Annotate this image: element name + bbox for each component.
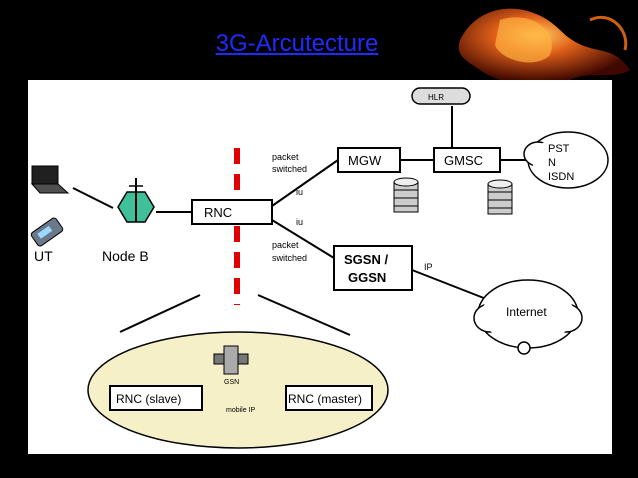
pstn-label-1: PST bbox=[548, 143, 570, 155]
slide-title: 3G-Arcutecture bbox=[215, 30, 379, 57]
architecture-diagram: UT Node B RNC MGW GMSC HLR PST N bbox=[28, 80, 612, 454]
ggsn-label: GGSN bbox=[348, 270, 386, 285]
node-b-label: Node B bbox=[102, 248, 149, 264]
ggsn-internet-link bbox=[411, 269, 495, 303]
database-icon bbox=[393, 177, 419, 213]
rnc-box bbox=[191, 199, 273, 225]
laptop-link bbox=[72, 187, 114, 209]
ut-label: UT bbox=[34, 248, 53, 264]
hlr-icon bbox=[411, 87, 471, 105]
laptop-icon bbox=[30, 165, 70, 194]
rnc-label: RNC bbox=[204, 205, 232, 220]
database-icon bbox=[487, 179, 513, 215]
rnc-master-box bbox=[285, 385, 373, 411]
rnc-cluster-ellipse bbox=[87, 331, 389, 449]
internet-cloud bbox=[473, 279, 583, 355]
iu-label-1: iu bbox=[296, 187, 303, 197]
sgsn-label: SGSN / bbox=[344, 252, 388, 267]
switched-label-2: switched bbox=[272, 253, 307, 263]
rnc-slave-box bbox=[109, 385, 203, 411]
ellipse-left-line bbox=[119, 294, 201, 333]
rnc-sgsn-link bbox=[271, 219, 335, 259]
gmsc-label: GMSC bbox=[444, 153, 483, 168]
rnc-slave-label: RNC (slave) bbox=[116, 392, 181, 406]
ellipse-right-line bbox=[257, 294, 351, 336]
iu-label-2: iu bbox=[296, 217, 303, 227]
node-b-icon bbox=[117, 178, 155, 223]
hlr-label: HLR bbox=[428, 93, 444, 102]
pstn-cloud bbox=[523, 131, 609, 189]
rnc-master-label: RNC (master) bbox=[288, 392, 362, 406]
flame-decoration bbox=[458, 8, 630, 86]
pstn-label-2: N bbox=[548, 157, 556, 169]
sgsn-ggsn-box bbox=[333, 245, 413, 291]
packet-label-2: packet bbox=[272, 240, 299, 250]
gsn-label: GSN bbox=[224, 379, 239, 386]
internet-label: Internet bbox=[506, 305, 547, 319]
mgw-label: MGW bbox=[348, 153, 382, 168]
rnc-mgw-link bbox=[271, 159, 339, 207]
gmsc-box bbox=[433, 147, 501, 173]
mgw-box bbox=[337, 147, 401, 173]
mobile-ip-label: mobile IP bbox=[226, 407, 256, 414]
pstn-label-3: ISDN bbox=[548, 171, 574, 183]
packet-label-1: packet bbox=[272, 152, 299, 162]
phone-icon bbox=[30, 217, 64, 247]
ip-label: IP bbox=[424, 262, 433, 272]
satellite-icon bbox=[213, 345, 249, 375]
switched-label-1: switched bbox=[272, 164, 307, 174]
